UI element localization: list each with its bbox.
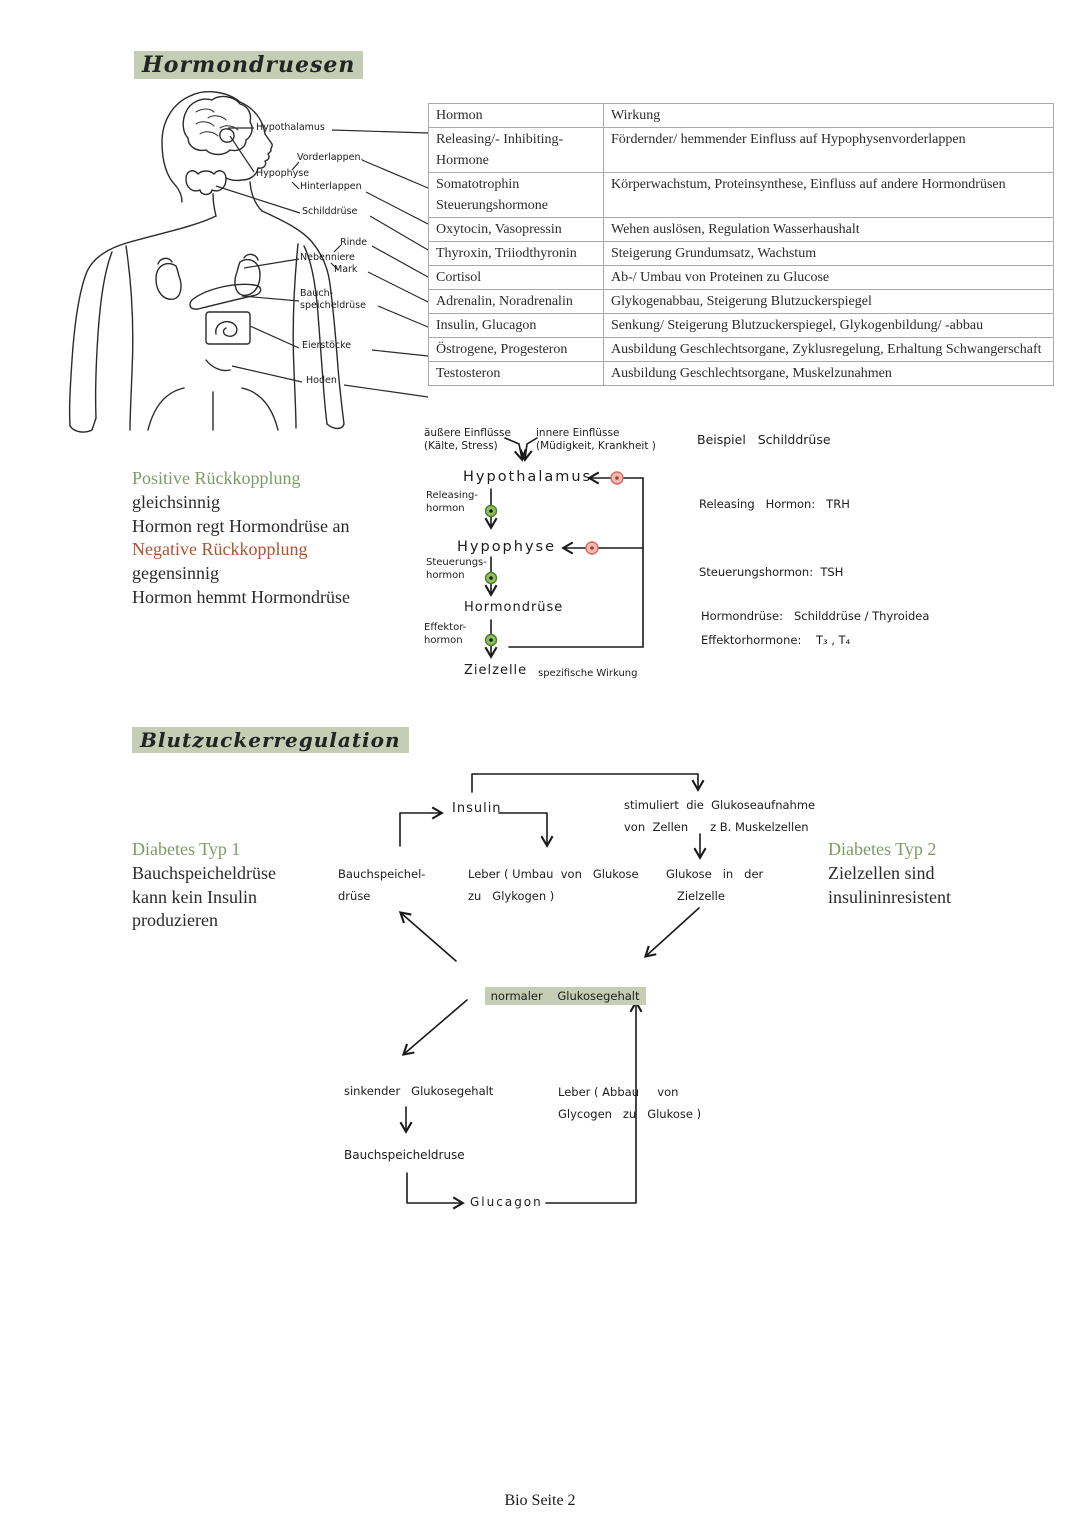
table-row: Insulin, Glucagon Senkung/ Steigerung Bl… xyxy=(428,313,1054,338)
table-row: Cortisol Ab-/ Umbau von Proteinen zu Glu… xyxy=(428,265,1054,290)
label-effektor-hormon: Effektor- hormon xyxy=(424,622,467,646)
table-row: Thyroxin, Triiodthyronin Steigerung Grun… xyxy=(428,241,1054,266)
page-footer: Bio Seite 2 xyxy=(504,1492,576,1509)
example-effektor: Effektorhormone: T₃ , T₄ xyxy=(701,633,851,647)
body-label-mark: Mark xyxy=(334,264,358,275)
example-steuerung: Steuerungshormon: TSH xyxy=(699,565,844,579)
cell-wirkung: Ausbildung Geschlechtsorgane, Muskelzuna… xyxy=(603,361,1054,386)
flow-leber-abbau: Leber ( Abbau von Glycogen zu Glukose ) xyxy=(558,1085,702,1121)
label-hypothalamus: Hypothalamus xyxy=(463,469,593,485)
body-label-hypothalamus: Hypothalamus xyxy=(256,122,325,133)
label-releasing-hormon: Releasing- hormon xyxy=(426,490,478,514)
cell-hormon: Insulin, Glucagon xyxy=(428,313,604,338)
cell-hormon: Somatotrophin Steuerungshormone xyxy=(428,172,604,218)
table-row: Östrogene, Progesteron Ausbildung Geschl… xyxy=(428,337,1054,362)
cell-hormon: Cortisol xyxy=(428,265,604,290)
cell-hormon: Oxytocin, Vasopressin xyxy=(428,217,604,242)
flow-insulin: Insulin xyxy=(452,801,502,816)
positive-line1: gleichsinnig xyxy=(132,491,220,512)
table-header-wirkung: Wirkung xyxy=(603,103,1054,128)
diabetes-typ2-title: Diabetes Typ 2 xyxy=(828,839,937,859)
cell-wirkung: Ausbildung Geschlechtsorgane, Zyklusrege… xyxy=(603,337,1054,362)
example-releasing: Releasing Hormon: TRH xyxy=(699,497,850,511)
flow-glucagon: Glucagon xyxy=(470,1195,543,1209)
positive-line2: Hormon regt Hormondrüse an xyxy=(132,515,350,536)
body-label-hinterlappen: Hinterlappen xyxy=(300,181,362,192)
flow-sinkender-glukosegehalt: sinkender Glukosegehalt xyxy=(344,1084,494,1098)
cell-wirkung: Senkung/ Steigerung Blutzuckerspiegel, G… xyxy=(603,313,1054,338)
cell-wirkung: Ab-/ Umbau von Proteinen zu Glucose xyxy=(603,265,1054,290)
body-label-eierstoecke: Eierstöcke xyxy=(302,340,352,351)
table-row: Adrenalin, Noradrenalin Glykogenabbau, S… xyxy=(428,289,1054,314)
negative-line1: gegensinnig xyxy=(132,563,219,583)
cell-hormon: Thyroxin, Triiodthyronin xyxy=(428,241,604,266)
flow-glukose-zielzelle: Glukose in der Zielzelle xyxy=(666,867,764,903)
cell-wirkung: Glykogenabbau, Steigerung Blutzuckerspie… xyxy=(603,289,1054,314)
section-title-blutzuckerregulation: Blutzuckerregulation xyxy=(132,727,409,753)
flow-normaler-glukosegehalt: normaler Glukosegehalt xyxy=(470,969,646,1024)
cell-wirkung: Steigerung Grundumsatz, Wachstum xyxy=(603,241,1054,266)
label-steuerungs-hormon: Steuerungs- hormon xyxy=(426,557,487,581)
flow-leber-umbau: Leber ( Umbau von Glukose zu Glykogen ) xyxy=(468,867,639,903)
body-label-vorderlappen: Vorderlappen. xyxy=(297,152,364,163)
cell-wirkung: Wehen auslösen, Regulation Wasserhaushal… xyxy=(603,217,1054,242)
flow-stimuliert: stimuliert die Glukoseaufnahme von Zelle… xyxy=(624,798,816,834)
cell-wirkung: Fördernder/ hemmender Einfluss auf Hypop… xyxy=(603,127,1054,173)
cell-wirkung: Körperwachstum, Proteinsynthese, Einflus… xyxy=(603,172,1054,218)
table-header-hormon: Hormon xyxy=(428,103,604,128)
positive-rueckkopplung-title: Positive Rückkopplung xyxy=(132,468,301,488)
example-title: Beispiel Schilddrüse xyxy=(697,432,831,447)
negative-line2: Hormon hemmt Hormondrüse xyxy=(132,586,350,607)
diabetes-typ1-block: Diabetes Typ 1 Bauchspeicheldrüse kann k… xyxy=(132,838,276,933)
body-label-rinde: Rinde xyxy=(340,237,368,248)
table-row: Testosteron Ausbildung Geschlechtsorgane… xyxy=(428,361,1054,386)
label-zielzelle: Zielzelle xyxy=(464,663,528,678)
hormondruesen-title-text: Hormondruesen xyxy=(134,51,364,79)
body-label-schilddruese: Schilddrüse xyxy=(302,206,358,217)
cell-hormon: Releasing/- Inhibiting-Hormone xyxy=(428,127,604,173)
label-aeussere-einfluesse: äußere Einflüsse (Kälte, Stress) xyxy=(424,427,511,452)
diabetes-typ2-block: Diabetes Typ 2 Zielzellen sind insulinin… xyxy=(828,838,951,909)
body-label-bauchspeicheldruese: Bauch- speicheldrüse xyxy=(300,288,366,312)
blutzucker-title-text: Blutzuckerregulation xyxy=(132,727,409,753)
diabetes-typ2-text: Zielzellen sind insulininresistent xyxy=(828,862,951,907)
label-hypophyse: Hypophyse xyxy=(457,539,557,555)
body-label-hypophyse: Hypophyse xyxy=(256,168,310,179)
table-row: Somatotrophin Steuerungshormone Körperwa… xyxy=(428,172,1054,218)
diabetes-typ1-text: Bauchspeicheldrüse kann kein Insulin pro… xyxy=(132,862,276,931)
flow-bauchspeicheldruse2: Bauchspeicheldruse xyxy=(344,1148,465,1162)
cell-hormon: Östrogene, Progesteron xyxy=(428,337,604,362)
body-label-nebenniere: Nebenniere xyxy=(300,252,355,263)
table-header-row: Hormon Wirkung xyxy=(428,103,1054,128)
label-spezifische-wirkung: spezifische Wirkung xyxy=(538,668,638,679)
label-hormondruese: Hormondrüse xyxy=(464,600,564,615)
body-label-hoden: Hoden xyxy=(306,375,337,386)
hormone-table: Hormon Wirkung Releasing/- Inhibiting-Ho… xyxy=(428,103,1054,386)
diabetes-typ1-title: Diabetes Typ 1 xyxy=(132,839,241,859)
table-row: Releasing/- Inhibiting-Hormone Fördernde… xyxy=(428,127,1054,173)
cell-hormon: Adrenalin, Noradrenalin xyxy=(428,289,604,314)
example-hormondruese: Hormondrüse: Schilddrüse / Thyroidea xyxy=(701,609,930,623)
table-row: Oxytocin, Vasopressin Wehen auslösen, Re… xyxy=(428,217,1054,242)
cell-hormon: Testosteron xyxy=(428,361,604,386)
rueckkopplung-block: Positive Rückkopplung gleichsinnig Hormo… xyxy=(132,467,350,610)
negative-rueckkopplung-title: Negative Rückkopplung xyxy=(132,539,308,560)
label-innere-einfluesse: innere Einflüsse (Müdigkeit, Krankheit ) xyxy=(536,427,656,452)
section-title-hormondruesen: Hormondruesen xyxy=(134,51,364,79)
flow-bauchspeicheldruese: Bauchspeichel- drüse xyxy=(338,867,426,903)
